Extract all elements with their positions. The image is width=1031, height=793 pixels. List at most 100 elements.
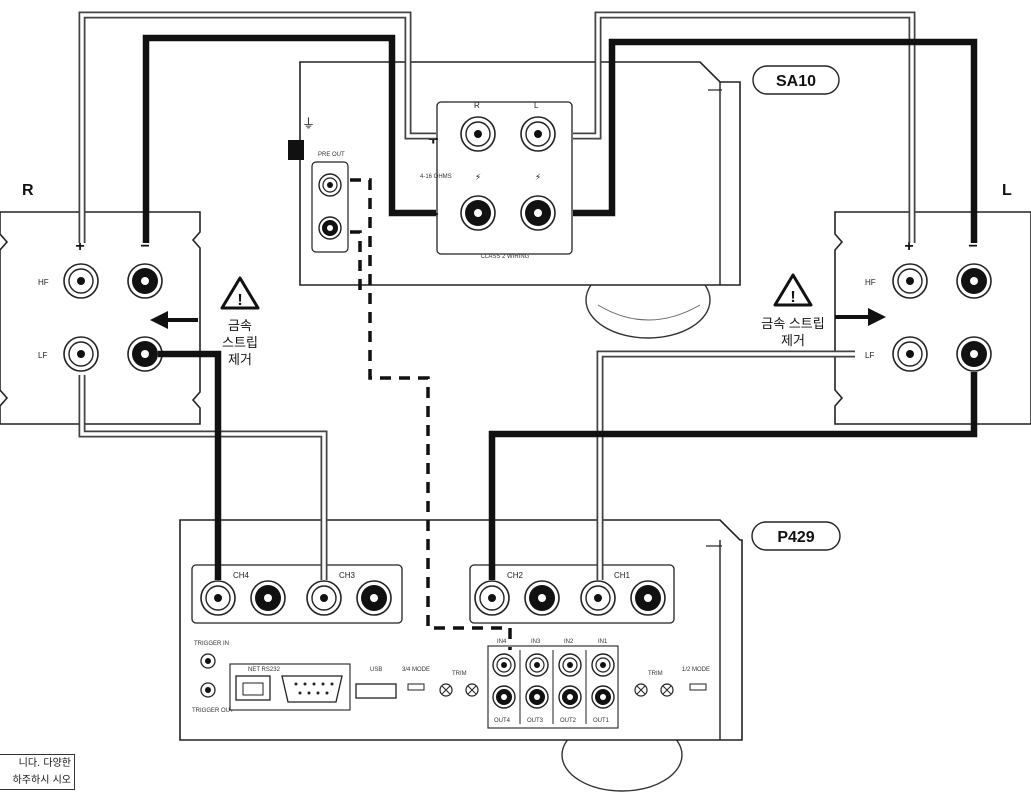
p429-in4-jack[interactable] (492, 653, 516, 677)
p429-out2-jack[interactable] (558, 685, 582, 709)
sa10-impedance-label: 4-16 OHMS (420, 174, 452, 180)
note-box: 니다. 다양한 하주하시 시오 (0, 754, 75, 790)
warning-left: ! 금속 스트립 제거 (761, 273, 825, 348)
signal-cable (350, 178, 512, 650)
p429-ch1-minus-post[interactable] (630, 580, 666, 616)
p429-name-badge (751, 521, 841, 551)
p429-ch2-minus-post[interactable] (524, 580, 560, 616)
p429-in1-jack[interactable] (591, 653, 615, 677)
p429-out3-label: OUT3 (527, 718, 544, 724)
warning-right-line2: 스트립 (222, 335, 258, 350)
p429-ch2-plus-post[interactable] (474, 580, 510, 616)
p429-mode-34-label: 3/4 MODE (402, 667, 430, 673)
sa10-name-badge (752, 65, 840, 95)
warning-right-line3: 제거 (228, 352, 252, 367)
speaker-l-hf-minus-post[interactable] (956, 263, 992, 299)
p429-out2-label: OUT2 (560, 718, 577, 724)
speaker-r-arrow-icon (150, 311, 198, 329)
sa10-right-bolt-icon: ⚡ (475, 172, 481, 182)
p429-trigger-out-label: TRIGGER OUT (192, 708, 234, 714)
p429-usb-label: USB (370, 667, 382, 673)
sa10-left-minus-post[interactable] (520, 195, 556, 231)
p429-ch3-plus-post[interactable] (306, 580, 342, 616)
p429-trim-3-knob[interactable] (465, 683, 479, 697)
p429-in2-jack[interactable] (558, 653, 582, 677)
p429-out4-jack[interactable] (492, 685, 516, 709)
signal-cable-path-2 (350, 230, 362, 290)
p429-mode-12-switch[interactable] (689, 683, 707, 691)
svg-text:!: ! (237, 292, 242, 309)
p429-unit: P429 CH4 CH3 CH2 CH1 TRIGGER IN TRIGGER … (179, 519, 841, 792)
sa10-pre-out-label: PRE OUT (318, 152, 345, 158)
speaker-l-plus: + (904, 238, 913, 255)
p429-ch3-minus-post[interactable] (356, 580, 392, 616)
p429-mode-12-label: 1/2 MODE (682, 667, 710, 673)
speaker-r-hf-plus-post[interactable] (63, 263, 99, 299)
speaker-l-lf-label: LF (865, 351, 874, 360)
p429-out3-jack[interactable] (525, 685, 549, 709)
speaker-r-plus: + (75, 238, 84, 255)
speaker-l-minus: − (968, 238, 977, 255)
speaker-l-lf-plus-post[interactable] (892, 336, 928, 372)
speaker-r-hf-minus-post[interactable] (127, 263, 163, 299)
warning-right: ! 금속 스트립 제거 (220, 276, 260, 367)
sa10-wiring-label: CLASS 2 WIRING (481, 254, 530, 260)
speaker-l-hf-plus-post[interactable] (892, 263, 928, 299)
p429-ch4-label: CH4 (233, 571, 250, 580)
p429-out1-label: OUT1 (593, 718, 610, 724)
wire-sa10-right-minus-to-speaker-r-hf (142, 34, 436, 243)
p429-ch4-minus-post[interactable] (250, 580, 286, 616)
sa10-ground-symbol: ⏚ (302, 116, 315, 131)
signal-cable-path-1 (350, 178, 512, 650)
sa10-pre-out-left-jack[interactable] (318, 216, 342, 240)
p429-out4-label: OUT4 (494, 718, 511, 724)
p429-in2-label: IN2 (564, 639, 574, 645)
note-line-1: 니다. 다양한 (18, 758, 71, 769)
speaker-l-hf-label: HF (865, 278, 876, 287)
p429-out1-jack[interactable] (591, 685, 615, 709)
p429-name: P429 (777, 529, 814, 546)
p429-in1-label: IN1 (598, 639, 608, 645)
p429-in3-jack[interactable] (525, 653, 549, 677)
sa10-black-tab (288, 140, 304, 160)
sa10-left-plus-post[interactable] (520, 116, 556, 152)
speaker-r: R + − HF LF (0, 182, 201, 425)
wire-speaker-r-lf-minus-to-p429-ch4 (158, 350, 222, 580)
speaker-r-lf-plus-post[interactable] (63, 336, 99, 372)
p429-ch4-plus-post[interactable] (200, 580, 236, 616)
p429-ch1-plus-post[interactable] (580, 580, 616, 616)
sa10-left-bolt-icon: ⚡ (535, 172, 541, 182)
warning-left-line1: 금속 스트립 (761, 316, 824, 331)
p429-trim-4-knob[interactable] (439, 683, 453, 697)
p429-ch34-terminal-box (191, 564, 403, 624)
p429-trigger-in-label: TRIGGER IN (194, 641, 229, 647)
warning-left-line2: 제거 (781, 333, 805, 348)
sa10-right-plus-post[interactable] (460, 116, 496, 152)
p429-rs232-port[interactable] (281, 675, 343, 703)
speaker-l-lf-minus-post[interactable] (956, 336, 992, 372)
sa10-right-label: R (474, 101, 480, 110)
p429-trim-1-knob[interactable] (660, 683, 674, 697)
wire-speaker-l-lf-minus-to-p429-ch2 (488, 372, 978, 580)
warning-right-line1: 금속 (228, 318, 252, 333)
note-line-2: 하주하시 시오 (12, 775, 71, 786)
speaker-positive-wires (78, 11, 916, 580)
speaker-l-arrow-icon (835, 308, 886, 326)
speaker-r-hf-label: HF (38, 278, 49, 287)
p429-net-label: NET RS232 (248, 667, 281, 673)
speaker-r-side-label: R (22, 182, 34, 199)
p429-usb-port[interactable] (355, 683, 397, 699)
p429-mode-34-switch[interactable] (407, 683, 425, 691)
svg-text:!: ! (790, 289, 795, 306)
sa10-pre-out-right-jack[interactable] (318, 173, 342, 197)
p429-ch12-terminal-box (469, 564, 675, 624)
p429-trim-left-label: TRIM (452, 671, 467, 677)
warning-right-icon (220, 276, 260, 310)
warning-left-icon (773, 273, 813, 307)
sa10-right-minus-post[interactable] (460, 195, 496, 231)
speaker-l-side-label: L (1002, 182, 1012, 199)
p429-trim-2-knob[interactable] (634, 683, 648, 697)
speaker-negative-wires (142, 34, 978, 580)
speaker-r-lf-label: LF (38, 351, 47, 360)
speaker-r-lf-minus-post[interactable] (127, 336, 163, 372)
